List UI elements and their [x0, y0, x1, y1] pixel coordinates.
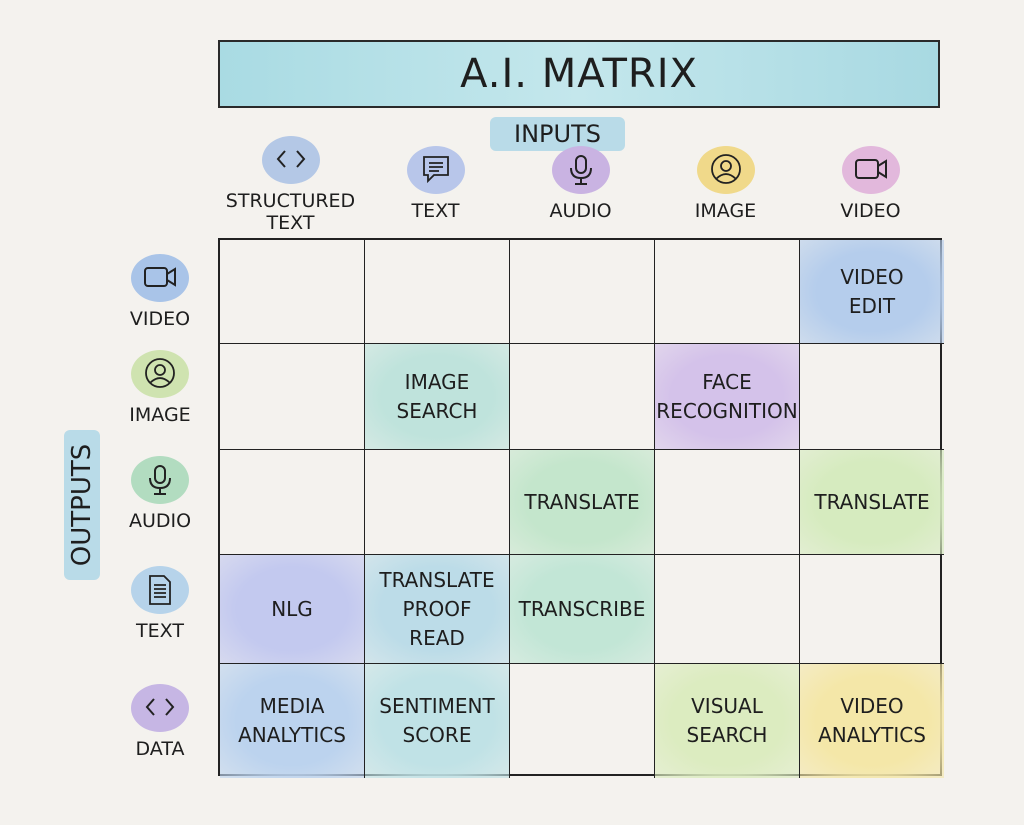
matrix-cell-filled: MEDIA ANALYTICS: [220, 664, 365, 778]
document-icon: [131, 566, 189, 614]
output-row-label: DATA: [135, 738, 185, 760]
input-column-header: TEXT: [363, 146, 508, 222]
output-row-label: VIDEO: [129, 308, 191, 330]
matrix-cell-filled: VIDEO ANALYTICS: [800, 664, 944, 778]
output-row-header: VIDEO: [115, 254, 205, 330]
matrix-cell-filled: SENTIMENT SCORE: [365, 664, 510, 778]
cell-label: VISUAL SEARCH: [686, 694, 768, 747]
microphone-icon: [551, 146, 610, 194]
matrix-cell-filled: VISUAL SEARCH: [655, 664, 800, 778]
input-column-header: VIDEO: [798, 146, 943, 222]
code-brackets-icon: [131, 684, 189, 732]
input-column-label: IMAGE: [694, 200, 757, 222]
output-row-header: TEXT: [115, 566, 205, 642]
cell-label: TRANSLATE PROOF READ: [379, 567, 495, 650]
matrix-cell-empty: [655, 555, 800, 664]
input-column-header: IMAGE: [653, 146, 798, 222]
cell-label: VIDEO EDIT: [840, 264, 904, 318]
matrix-cell-empty: [365, 450, 510, 555]
cell-label: VIDEO ANALYTICS: [818, 694, 926, 747]
outputs-label-text: OUTPUTS: [67, 443, 97, 567]
input-column-label: AUDIO: [549, 200, 612, 222]
video-camera-icon: [131, 254, 189, 302]
inputs-label: INPUTS: [490, 117, 625, 151]
person-icon: [131, 350, 189, 398]
output-row-label: TEXT: [136, 620, 184, 642]
output-row-header: DATA: [115, 684, 205, 760]
matrix-cell-empty: [800, 555, 944, 664]
matrix-cell-filled: VIDEO EDIT: [800, 240, 944, 344]
chat-bubble-icon: [406, 146, 465, 194]
output-row-header: AUDIO: [115, 456, 205, 532]
diagram-title: A.I. MATRIX: [218, 40, 940, 108]
matrix-cell-empty: [655, 450, 800, 555]
matrix-cell-empty: [510, 664, 655, 778]
matrix-cell-empty: [655, 240, 800, 344]
cell-label: TRANSLATE: [814, 489, 930, 514]
code-brackets-icon: [261, 136, 320, 184]
matrix-cell-filled: FACE RECOGNITION: [655, 344, 800, 450]
output-row-header: IMAGE: [115, 350, 205, 426]
matrix-grid: VIDEO EDIT IMAGE SEARCH FACE RECOGNITION TR…: [218, 238, 944, 778]
input-column-header: STRUCTURED TEXT: [218, 136, 363, 234]
matrix-cell-empty: [510, 344, 655, 450]
video-camera-icon: [841, 146, 900, 194]
cell-label: TRANSCRIBE: [518, 596, 646, 621]
cell-label: MEDIA ANALYTICS: [238, 694, 346, 747]
matrix-cell-filled: TRANSLATE: [800, 450, 944, 555]
matrix-cell-empty: [800, 344, 944, 450]
cell-label: TRANSLATE: [524, 489, 640, 514]
matrix-cell-empty: [220, 240, 365, 344]
matrix-cell-empty: [510, 240, 655, 344]
matrix-cell-filled: NLG: [220, 555, 365, 664]
matrix-cell-empty: [365, 240, 510, 344]
matrix-cell-filled: TRANSCRIBE: [510, 555, 655, 664]
cell-label: IMAGE SEARCH: [396, 369, 478, 423]
microphone-icon: [131, 456, 189, 504]
matrix-cell-empty: [220, 450, 365, 555]
cell-label: NLG: [271, 596, 313, 621]
matrix-cell-empty: [220, 344, 365, 450]
input-column-label: TEXT: [411, 200, 460, 222]
output-row-label: AUDIO: [128, 510, 192, 532]
input-column-label: VIDEO: [840, 200, 901, 222]
matrix-cell-filled: TRANSLATE: [510, 450, 655, 555]
cell-label: SENTIMENT SCORE: [379, 694, 495, 747]
input-column-label: STRUCTURED TEXT: [225, 190, 356, 234]
input-column-header: AUDIO: [508, 146, 653, 222]
outputs-label: OUTPUTS: [64, 430, 100, 580]
person-icon: [696, 146, 755, 194]
output-row-label: IMAGE: [129, 404, 191, 426]
matrix-cell-filled: TRANSLATE PROOF READ: [365, 555, 510, 664]
cell-label: FACE RECOGNITION: [656, 369, 798, 423]
matrix-cell-filled: IMAGE SEARCH: [365, 344, 510, 450]
